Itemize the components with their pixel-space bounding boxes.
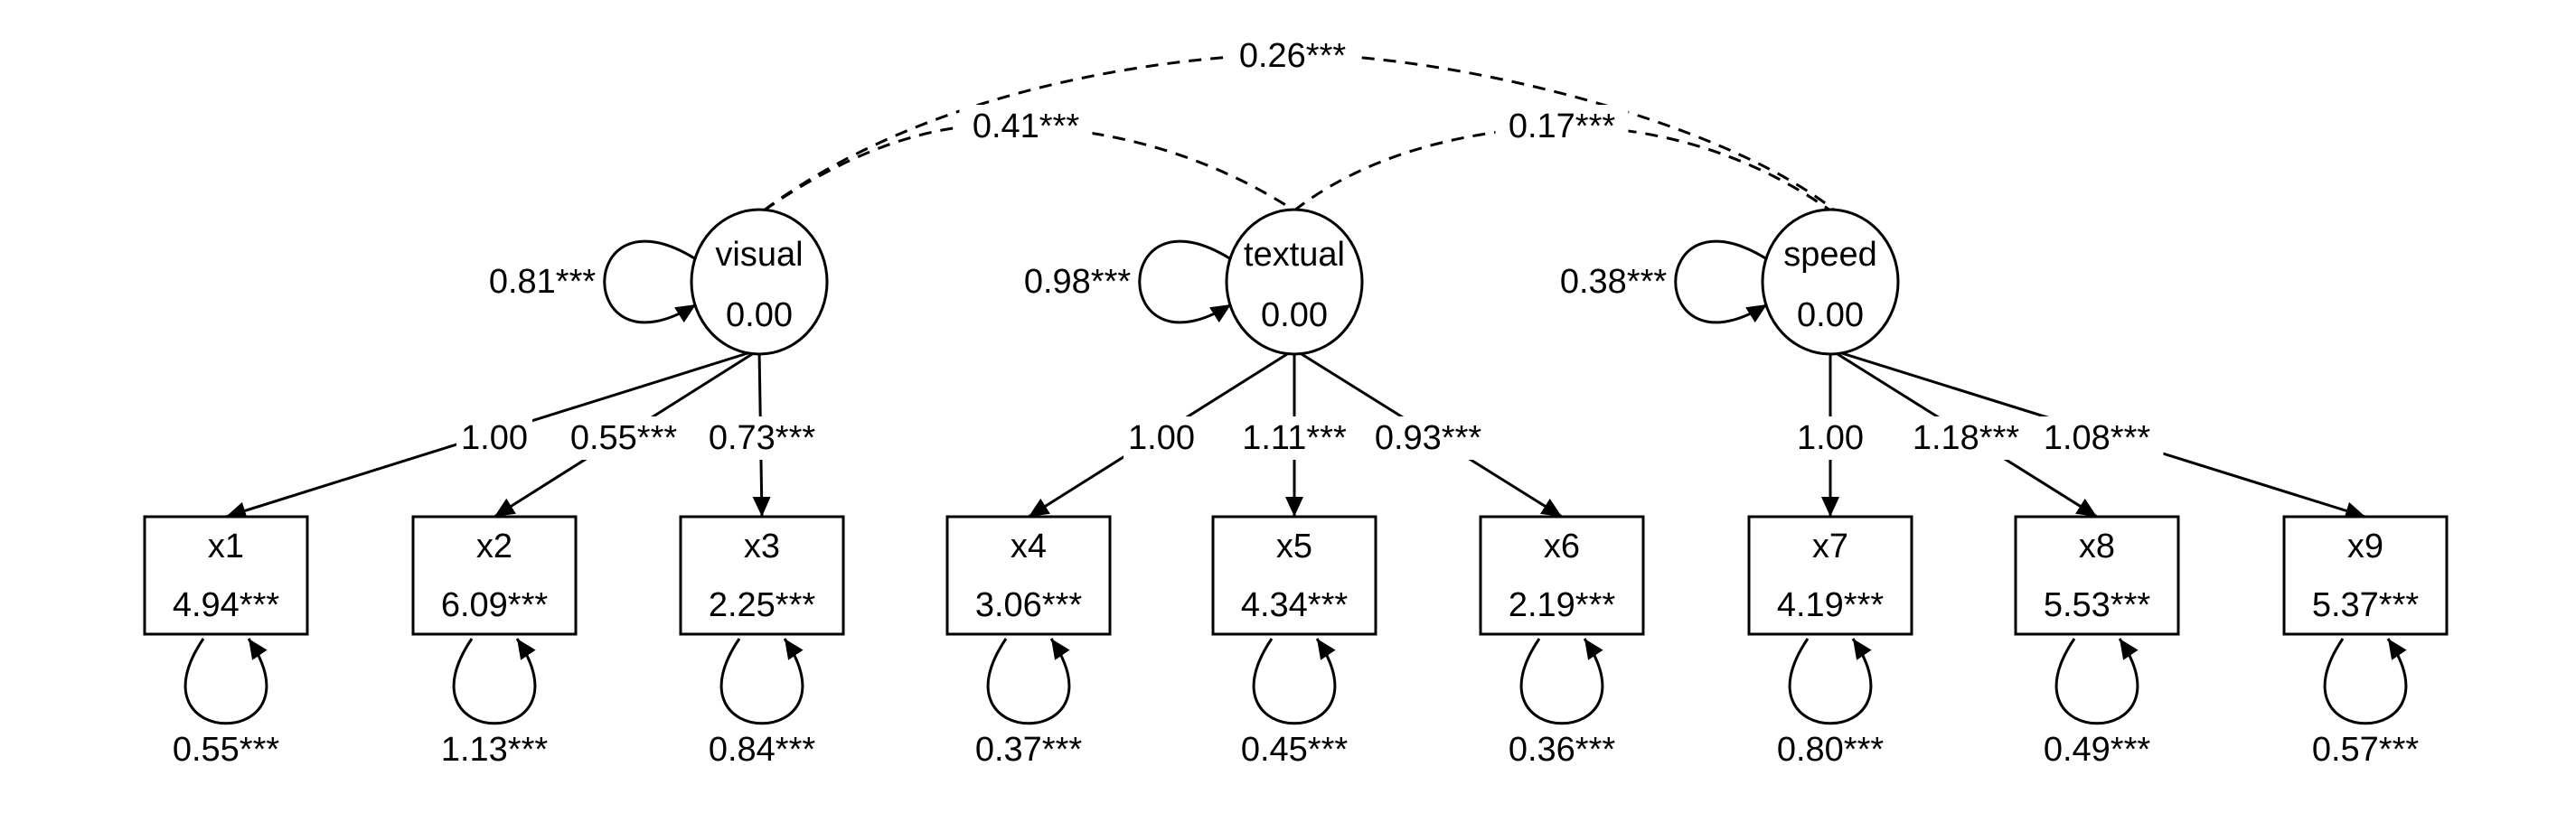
loading-label-bg bbox=[1792, 416, 1868, 460]
observed-x6 bbox=[1479, 515, 1645, 636]
loading-label-bg bbox=[2030, 416, 2164, 460]
observed-x4 bbox=[945, 515, 1112, 636]
loading-label-visual-x1: 1.00 bbox=[461, 419, 528, 457]
observed-value-x9: 5.37*** bbox=[2312, 586, 2420, 624]
residual-label-x5: 0.45*** bbox=[1241, 731, 1349, 769]
observed-x2 bbox=[411, 515, 578, 636]
observed-x8 bbox=[2014, 515, 2180, 636]
latent-visual bbox=[690, 208, 829, 356]
covariance-label-visual-speed: 0.26*** bbox=[1239, 37, 1347, 75]
variance-loop-textual bbox=[1138, 239, 1232, 324]
variance-loop-visual bbox=[603, 239, 697, 324]
observed-x3 bbox=[679, 515, 845, 636]
residual-loop-x7 bbox=[1788, 638, 1873, 725]
latent-variance-visual: 0.81*** bbox=[489, 263, 597, 301]
latent-variance-speed: 0.38*** bbox=[1560, 263, 1668, 301]
residual-loop-x6 bbox=[1519, 638, 1604, 725]
loading-label-bg bbox=[1227, 416, 1361, 460]
observed-value-x1: 4.94*** bbox=[173, 586, 280, 624]
loading-label-visual-x3: 0.73*** bbox=[709, 419, 816, 457]
node-layer bbox=[143, 208, 2449, 636]
observed-label-x8: x8 bbox=[2079, 528, 2115, 565]
observed-value-x4: 3.06*** bbox=[975, 586, 1083, 624]
residual-loop-x3 bbox=[719, 638, 804, 725]
observed-label-x2: x2 bbox=[476, 528, 512, 565]
loading-label-textual-x6: 0.93*** bbox=[1375, 419, 1482, 457]
residual-loop-x2 bbox=[452, 638, 537, 725]
label-layer: 0.26*** 0.41*** 0.17*** 1.00 0.55*** 0.73*** 1… bbox=[173, 34, 2420, 769]
residual-label-x8: 0.49*** bbox=[2044, 731, 2151, 769]
observed-label-x9: x9 bbox=[2347, 528, 2383, 565]
observed-label-x5: x5 bbox=[1276, 528, 1312, 565]
loading-label-bg bbox=[456, 416, 532, 460]
loading-label-bg bbox=[1899, 416, 2033, 460]
observed-label-x3: x3 bbox=[744, 528, 780, 565]
covariance-label-bg bbox=[1226, 34, 1359, 78]
latent-value-speed: 0.00 bbox=[1797, 296, 1864, 334]
observed-label-x6: x6 bbox=[1544, 528, 1580, 565]
residual-label-x6: 0.36*** bbox=[1509, 731, 1616, 769]
loading-label-textual-x4: 1.00 bbox=[1128, 419, 1195, 457]
residual-label-x9: 0.57*** bbox=[2312, 731, 2420, 769]
variance-loop-speed bbox=[1674, 239, 1768, 324]
observed-value-x3: 2.25*** bbox=[709, 586, 816, 624]
latent-label-textual: textual bbox=[1244, 236, 1345, 274]
residual-loop-x5 bbox=[1252, 638, 1337, 725]
observed-x1 bbox=[143, 515, 309, 636]
observed-label-x4: x4 bbox=[1011, 528, 1047, 565]
observed-label-x7: x7 bbox=[1812, 528, 1848, 565]
latent-textual bbox=[1225, 208, 1364, 356]
latent-value-visual: 0.00 bbox=[726, 296, 793, 334]
covariance-label-bg bbox=[1495, 105, 1629, 148]
loading-label-speed-x8: 1.18*** bbox=[1913, 419, 2020, 457]
observed-x7 bbox=[1747, 515, 1913, 636]
observed-label-x1: x1 bbox=[208, 528, 244, 565]
loading-label-bg bbox=[557, 416, 691, 460]
observed-value-x8: 5.53*** bbox=[2044, 586, 2151, 624]
residual-loop-x9 bbox=[2323, 638, 2408, 725]
observed-x9 bbox=[2282, 515, 2449, 636]
loading-label-speed-x9: 1.08*** bbox=[2044, 419, 2151, 457]
covariance-label-bg bbox=[959, 105, 1093, 148]
covariance-label-visual-textual: 0.41*** bbox=[973, 107, 1080, 145]
residual-label-x1: 0.55*** bbox=[173, 731, 280, 769]
loading-label-bg bbox=[695, 416, 829, 460]
residual-label-x3: 0.84*** bbox=[709, 731, 816, 769]
loading-label-bg bbox=[1123, 416, 1199, 460]
latent-value-textual: 0.00 bbox=[1261, 296, 1328, 334]
observed-value-x5: 4.34*** bbox=[1241, 586, 1349, 624]
observed-x5 bbox=[1211, 515, 1377, 636]
residual-loop-x1 bbox=[183, 638, 268, 725]
residual-label-x2: 1.13*** bbox=[441, 731, 549, 769]
residual-label-x7: 0.80*** bbox=[1777, 731, 1885, 769]
residual-loop-x8 bbox=[2054, 638, 2139, 725]
loading-label-speed-x7: 1.00 bbox=[1797, 419, 1864, 457]
loading-label-bg bbox=[1361, 416, 1495, 460]
covariance-visual-textual bbox=[763, 123, 1295, 212]
latent-label-speed: speed bbox=[1783, 236, 1877, 274]
loading-label-textual-x5: 1.11*** bbox=[1242, 419, 1347, 457]
loading-label-visual-x2: 0.55*** bbox=[570, 419, 678, 457]
observed-value-x7: 4.19*** bbox=[1777, 586, 1885, 624]
latent-variance-textual: 0.98*** bbox=[1024, 263, 1132, 301]
covariance-label-textual-speed: 0.17*** bbox=[1509, 107, 1616, 145]
residual-label-x4: 0.37*** bbox=[975, 731, 1083, 769]
latent-speed bbox=[1761, 208, 1900, 356]
observed-value-x6: 2.19*** bbox=[1509, 586, 1616, 624]
covariance-visual-speed bbox=[763, 52, 1836, 212]
residual-loop-x4 bbox=[986, 638, 1071, 725]
observed-value-x2: 6.09*** bbox=[441, 586, 549, 624]
latent-label-visual: visual bbox=[715, 236, 803, 274]
